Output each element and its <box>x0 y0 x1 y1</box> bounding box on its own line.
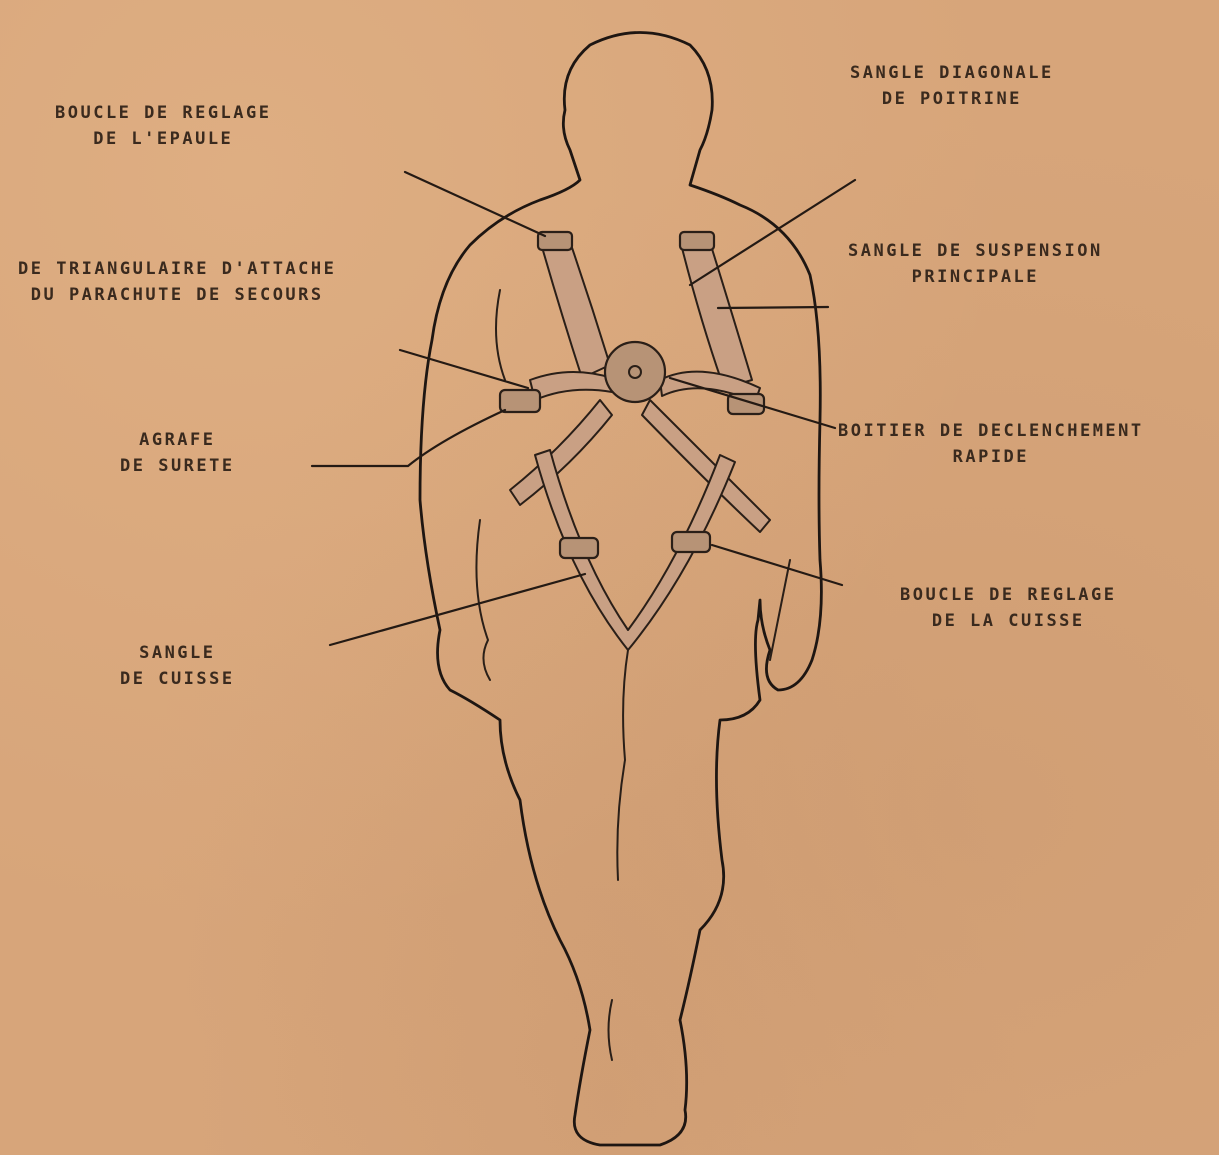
leader-leg-strap <box>330 574 585 645</box>
quick-release-box <box>605 342 665 402</box>
right-main-lift-web <box>680 236 752 388</box>
thigh-adjust-buckle-left <box>560 538 598 558</box>
right-arm-detail <box>770 560 790 660</box>
leader-thigh-buckle <box>712 545 842 585</box>
safety-clip-buckle <box>500 390 540 412</box>
leader-safety-clip <box>312 410 505 466</box>
leader-chest-strap <box>690 180 855 285</box>
chest-strap <box>530 372 612 400</box>
leader-main-lift-web <box>718 307 828 308</box>
shoulder-adjust-buckle-right <box>680 232 714 250</box>
soldier-silhouette <box>420 33 821 1146</box>
thigh-adjust-buckle-right <box>672 532 710 552</box>
leader-reserve-attach <box>400 350 528 388</box>
trouser-crease <box>609 650 629 1060</box>
left-arm-detail <box>476 290 505 680</box>
left-main-lift-web <box>540 236 610 378</box>
leader-shoulder-buckle <box>405 172 545 236</box>
